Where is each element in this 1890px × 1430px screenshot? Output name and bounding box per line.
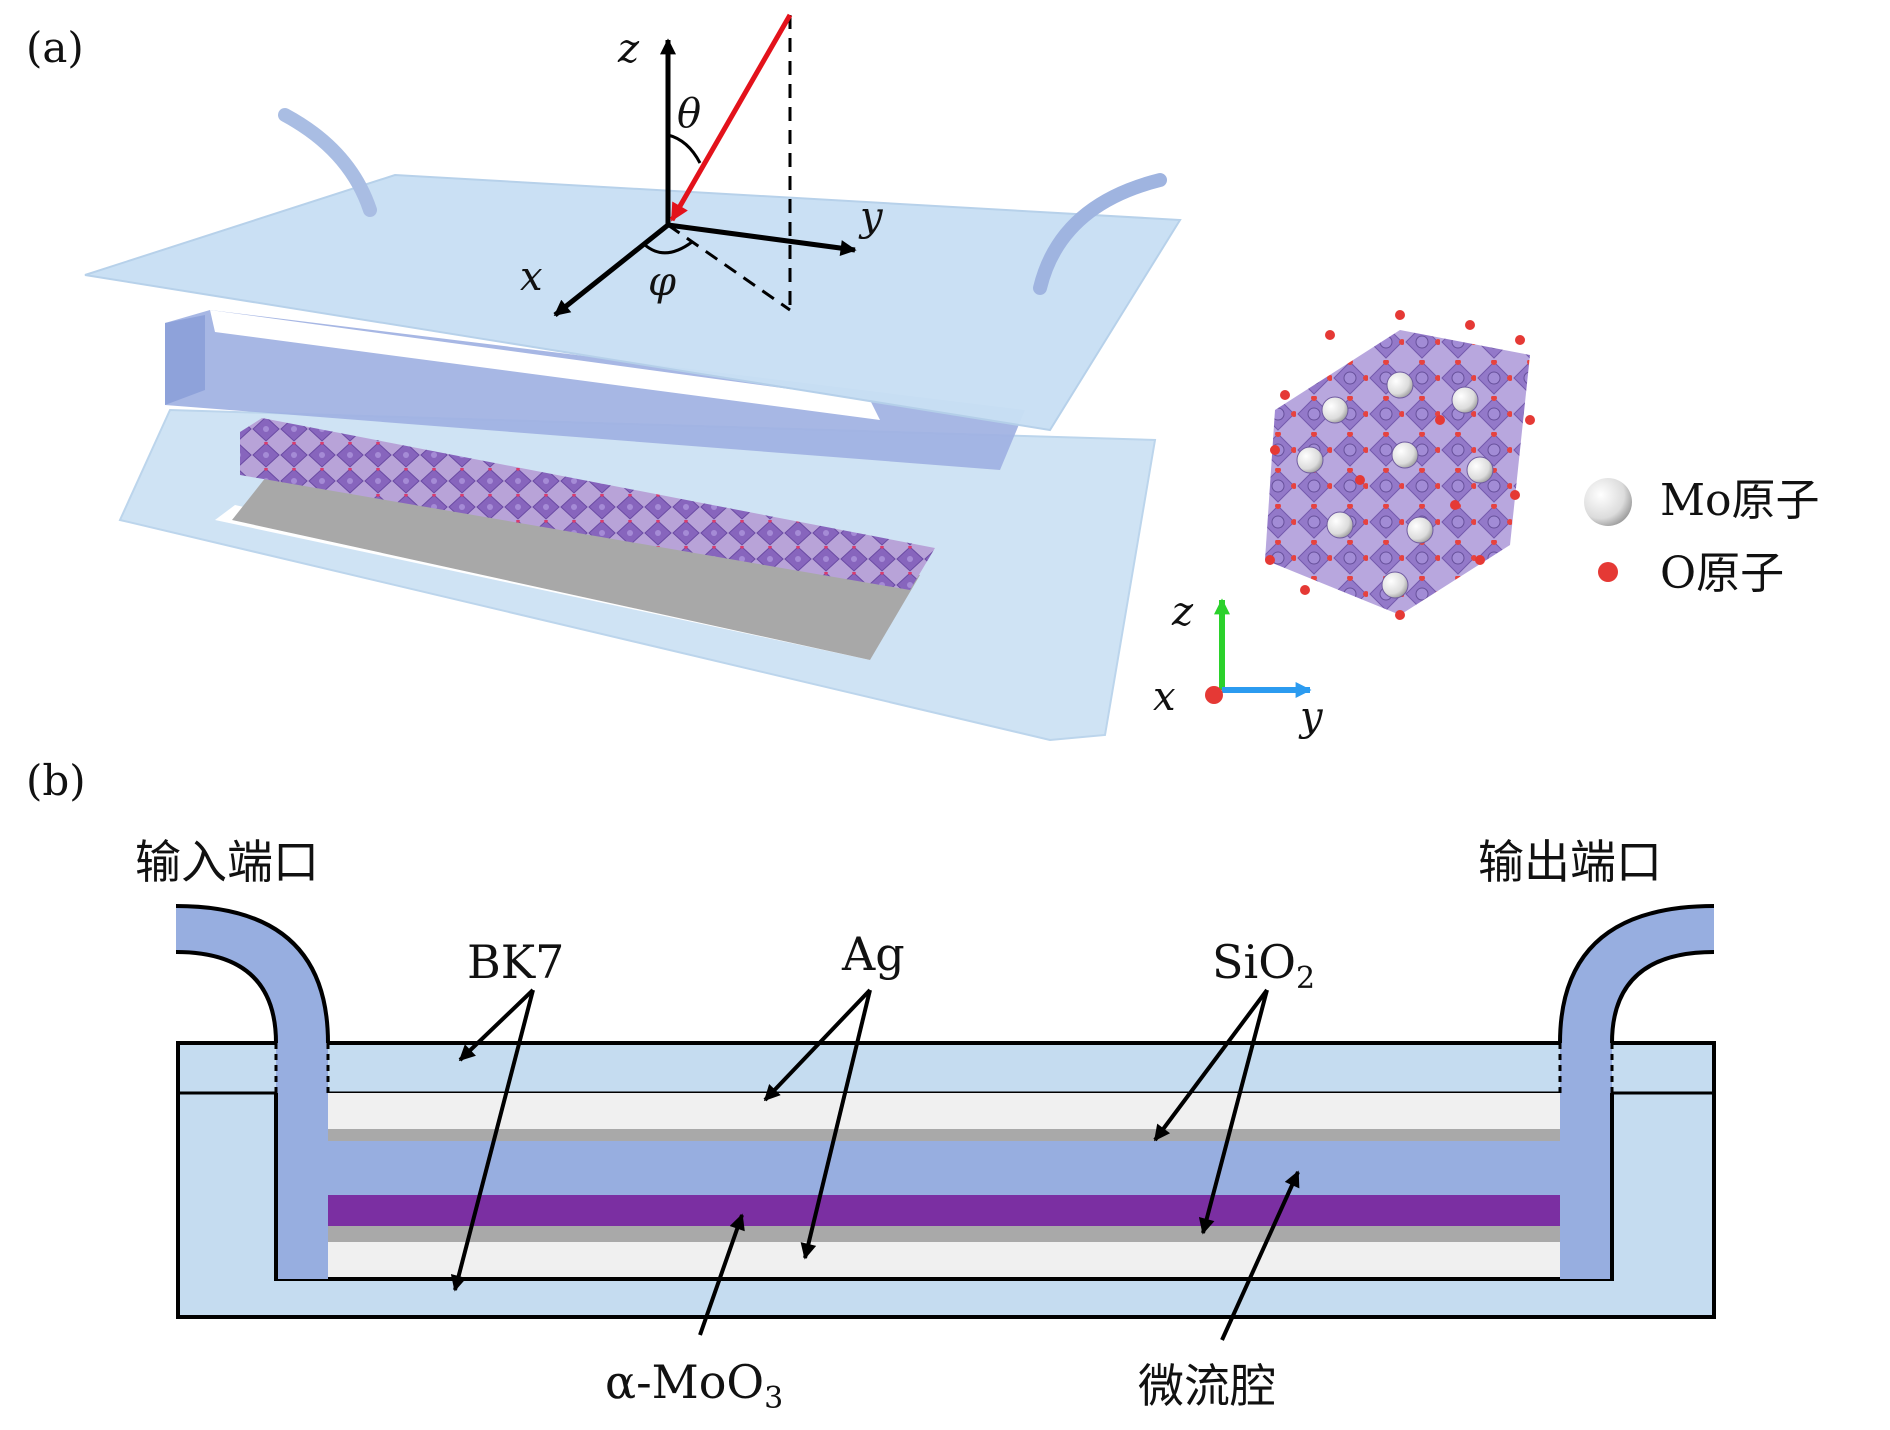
legend-mo-marker [1584,478,1632,526]
inlet-tube [278,108,377,217]
top-glass-plate [84,173,1182,432]
legend: Mo原子 O原子 [1584,475,1820,599]
bk7-arrow-2 [450,989,535,1292]
moo3-label: α-MoO3 [605,1355,783,1416]
x-axis-arrow [553,223,670,317]
bottom-sio2-layer [232,472,920,660]
cavity-side-wall [165,315,205,405]
outlet-port-through [1560,1043,1612,1093]
coordinate-axes: z θ y x φ [520,13,884,317]
cavity-arrow [1220,1170,1300,1341]
inset-x-label: x [1153,674,1176,720]
sio2-bottom-layer [328,1226,1560,1242]
bk7-label: BK7 [467,935,564,989]
ag-top-layer [328,1093,1560,1129]
z-axis-label: z [617,26,640,72]
projection-dashed-ground [667,223,791,312]
device-3d [84,108,1182,742]
inset-z-label: z [1171,589,1194,635]
x-axis-label: x [520,254,543,300]
inset-y-label: y [1298,694,1324,740]
phi-label: φ [648,259,676,305]
sio2-arrow-2 [1198,989,1269,1235]
legend-mo-label: Mo原子 [1660,475,1820,526]
inset-axes: z x y [1153,589,1324,740]
y-axis-label: y [858,194,884,240]
moo3-arrow [698,1213,745,1336]
inlet-port-outline [175,904,330,1044]
sio2-label: SiO2 [1212,935,1315,996]
legend-o-marker [1598,562,1618,582]
ag-bottom-layer [328,1242,1560,1277]
top-ag-layer [210,310,880,420]
ag-arrow-2 [800,989,872,1260]
sio2-arrow-1 [1153,988,1269,1142]
phi-arc [644,240,693,255]
legend-o-label: O原子 [1660,548,1784,599]
ag-arrow-1 [763,988,872,1102]
port-in-label: 输入端口 [135,835,319,889]
moo3-layer [328,1195,1560,1226]
port-out-label: 输出端口 [1478,835,1662,889]
sio2-top-layer [328,1129,1560,1141]
outlet-tube [1033,173,1167,295]
panel-b-label: (b) [26,756,86,805]
moo3-crystal-layer [240,418,935,590]
outlet-port-outline [1558,904,1715,1044]
cavity-label: 微流腔 [1138,1359,1276,1413]
theta-label: θ [677,91,701,137]
bk7-arrow-1 [458,988,535,1062]
panel-a-label: (a) [26,23,84,72]
ag-label: Ag [841,927,905,981]
inlet-port-through [276,1043,328,1093]
theta-arc [667,133,702,164]
y-axis-arrow [667,222,857,257]
moo3-unit-cell [1265,310,1535,620]
annotations: 输入端口 输出端口 BK7 Ag SiO2 α-MoO3 微流腔 [135,835,1662,1416]
inset-x-dot [1205,686,1223,704]
cross-section [175,904,1716,1319]
incident-ray [669,13,793,222]
